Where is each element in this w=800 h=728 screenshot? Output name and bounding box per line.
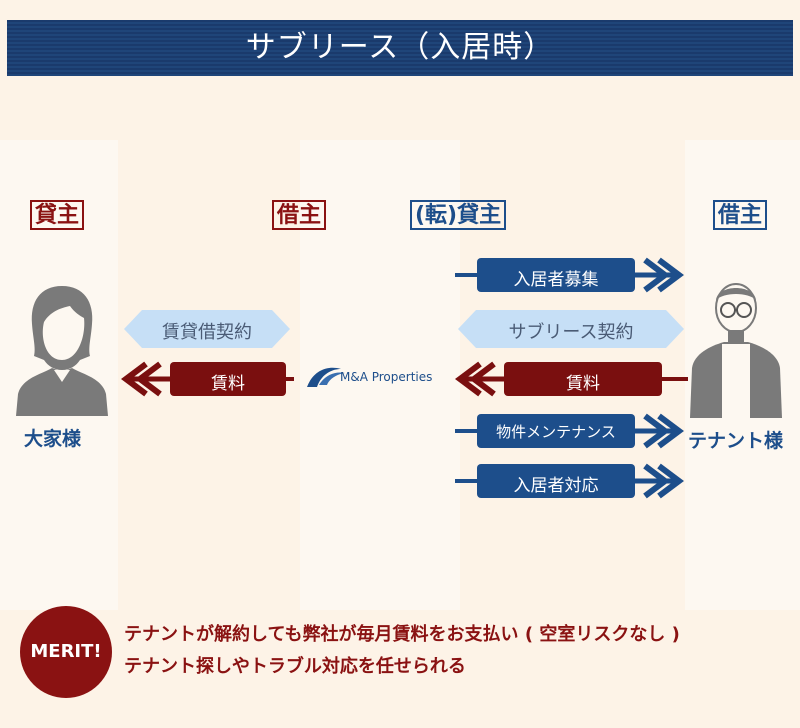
maintenance-arrow bbox=[455, 413, 684, 449]
support-label: 入居者対応 bbox=[513, 476, 599, 496]
merit-line-2: テナント探しやトラブル対応を任せられる bbox=[124, 656, 466, 677]
landlord-person-icon bbox=[16, 286, 108, 416]
role-borrower-mid: 借主 bbox=[272, 200, 327, 230]
column-stripe bbox=[300, 140, 460, 610]
tenant-name: テナント様 bbox=[688, 430, 784, 452]
role-sublessor: (転)貸主 bbox=[410, 200, 507, 230]
lease-contract-label: 賃貸借契約 bbox=[162, 322, 252, 343]
lease-contract-shape bbox=[124, 310, 290, 348]
recruit-label: 入居者募集 bbox=[513, 270, 599, 290]
sublease-contract-shape bbox=[458, 310, 684, 348]
sublease-contract-label: サブリース契約 bbox=[508, 322, 634, 343]
page-title: サブリース（入居時） bbox=[245, 30, 555, 65]
right-rent-arrow bbox=[455, 361, 688, 397]
left-rent-label: 賃料 bbox=[211, 374, 245, 394]
role-lender: 貸主 bbox=[30, 200, 85, 230]
recruit-arrow bbox=[455, 257, 684, 293]
left-rent-arrow bbox=[121, 361, 294, 397]
merit-line-1: テナントが解約しても弊社が毎月賃料をお支払い ( 空室リスクなし ) bbox=[124, 624, 680, 645]
company-logo-text: M&A Properties bbox=[340, 370, 433, 384]
role-borrower-right: 借主 bbox=[713, 200, 768, 230]
landlord-name: 大家様 bbox=[24, 428, 82, 450]
support-arrow bbox=[455, 463, 684, 499]
right-rent-label: 賃料 bbox=[566, 374, 600, 394]
title-banner: サブリース（入居時） bbox=[7, 20, 793, 76]
merit-badge: MERIT! bbox=[20, 606, 112, 698]
maintenance-label: 物件メンテナンス bbox=[496, 423, 616, 441]
company-logo-icon bbox=[307, 367, 345, 387]
tenant-person-icon bbox=[690, 283, 782, 418]
